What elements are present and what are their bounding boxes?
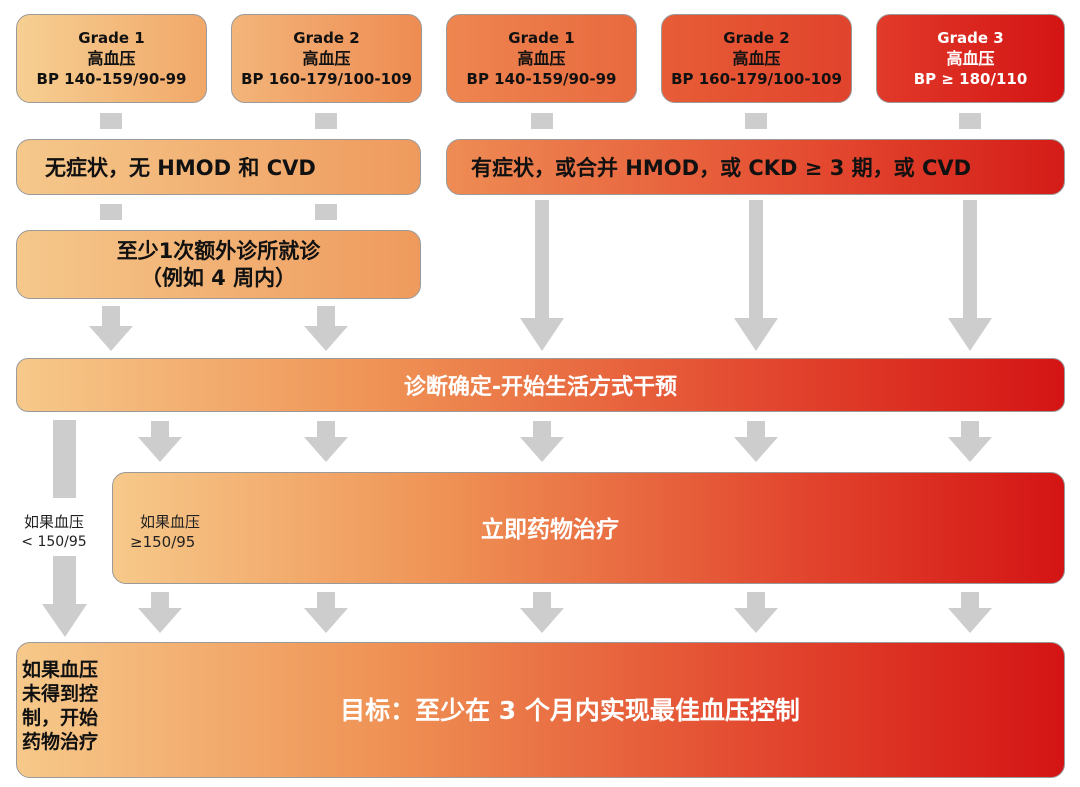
arrow-down-icon: [138, 592, 182, 633]
arrow-down-icon: [520, 421, 564, 462]
not-controlled-line4: 药物治疗: [22, 731, 99, 753]
arrow-down-icon: [520, 200, 564, 351]
arrow-down-icon: [304, 306, 348, 351]
left-path-bar: [53, 420, 76, 498]
extra-visit-line1: 至少1次额外诊所就诊: [116, 238, 321, 263]
arrow-down-icon: [948, 592, 992, 633]
immediate-treatment-box: [112, 472, 1065, 584]
diagnosis-bar: 诊断确定-开始生活方式干预: [16, 358, 1065, 412]
with-symptoms-label: 有症状，或合并 HMOD，或 CKD ≥ 3 期，或 CVD: [471, 156, 972, 180]
arrow-down-icon: [304, 421, 348, 462]
hypertension-label: 高血压: [732, 48, 781, 68]
arrow-down-icon: [734, 592, 778, 633]
grade-label: Grade 3: [937, 28, 1004, 47]
hypertension-label: 高血压: [87, 48, 136, 68]
bp-above-threshold-label: 如果血压 ≥150/95: [130, 512, 220, 552]
bp-range-label: BP 160-179/100-109: [241, 69, 412, 88]
bp-range-label: BP 140-159/90-99: [36, 69, 187, 88]
grade-label: Grade 2: [293, 28, 360, 47]
not-controlled-line3: 制，开始: [22, 707, 99, 729]
immediate-treatment-label: 立即药物治疗: [481, 517, 619, 543]
connector-square: [100, 113, 122, 129]
arrow-down-icon: [734, 200, 778, 351]
connector-square: [531, 113, 553, 129]
bp-above-line1: 如果血压: [140, 513, 201, 531]
bp-below-threshold-label: 如果血压 < 150/95: [14, 512, 94, 552]
hypertension-label: 高血压: [946, 48, 995, 68]
diagnosis-label: 诊断确定-开始生活方式干预: [403, 375, 678, 400]
not-controlled-label: 如果血压 未得到控 制，开始 药物治疗: [22, 658, 122, 754]
extra-visit-box: 至少1次额外诊所就诊 （例如 4 周内）: [16, 230, 421, 299]
hypertension-label: 高血压: [302, 48, 351, 68]
goal-box: [16, 642, 1065, 778]
arrow-down-icon: [948, 200, 992, 351]
hypertension-label: 高血压: [517, 48, 566, 68]
grade1-low-box: Grade 1 高血压 BP 140-159/90-99: [16, 14, 207, 103]
not-controlled-line2: 未得到控: [22, 683, 99, 705]
grade3-box: Grade 3 高血压 BP ≥ 180/110: [876, 14, 1065, 103]
arrow-down-icon: [138, 421, 182, 462]
bp-range-label: BP 160-179/100-109: [671, 69, 842, 88]
grade2-high-box: Grade 2 高血压 BP 160-179/100-109: [661, 14, 852, 103]
bp-above-line2: ≥150/95: [130, 533, 196, 551]
grade2-low-box: Grade 2 高血压 BP 160-179/100-109: [231, 14, 422, 103]
connector-square: [315, 204, 337, 220]
with-symptoms-box: 有症状，或合并 HMOD，或 CKD ≥ 3 期，或 CVD: [446, 139, 1065, 195]
not-controlled-line1: 如果血压: [22, 659, 99, 681]
grade-label: Grade 1: [508, 28, 575, 47]
connector-square: [100, 204, 122, 220]
arrow-down-icon: [520, 592, 564, 633]
grade-label: Grade 2: [723, 28, 790, 47]
goal-label: 目标：至少在 3 个月内实现最佳血压控制: [340, 696, 800, 725]
arrow-down-icon: [42, 604, 87, 637]
bp-below-line1: 如果血压: [23, 513, 84, 531]
grade-label: Grade 1: [78, 28, 145, 47]
bp-range-label: BP ≥ 180/110: [913, 69, 1028, 88]
arrow-down-icon: [734, 421, 778, 462]
extra-visit-line2: （例如 4 周内）: [140, 265, 297, 290]
bp-below-line2: < 150/95: [21, 534, 87, 550]
bp-range-label: BP 140-159/90-99: [466, 69, 617, 88]
connector-square: [745, 113, 767, 129]
connector-square: [959, 113, 981, 129]
no-symptoms-box: 无症状，无 HMOD 和 CVD: [16, 139, 421, 195]
arrow-down-icon: [948, 421, 992, 462]
no-symptoms-label: 无症状，无 HMOD 和 CVD: [45, 156, 316, 180]
grade1-high-box: Grade 1 高血压 BP 140-159/90-99: [446, 14, 637, 103]
left-path-bar: [53, 556, 76, 606]
arrow-down-icon: [89, 306, 133, 351]
connector-square: [315, 113, 337, 129]
arrow-down-icon: [304, 592, 348, 633]
